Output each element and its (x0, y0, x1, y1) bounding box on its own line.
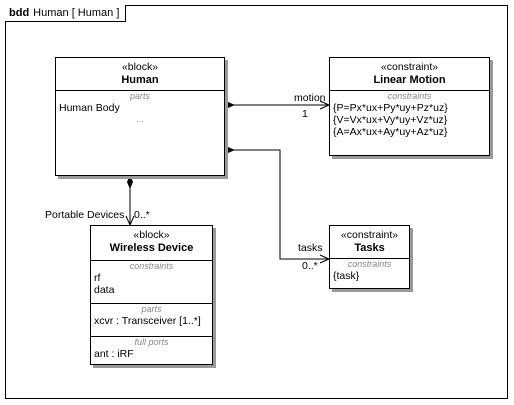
compartment-ellipsis: ... (136, 114, 144, 124)
constraint-item[interactable]: {A=Ax*ux+Ay*uy+Az*uz} (333, 126, 448, 138)
constraint-item[interactable]: rf (94, 272, 101, 284)
stereotype-label: «constraint» (340, 229, 399, 241)
compartment-label: full ports (134, 337, 169, 347)
tasks-association-line[interactable] (225, 149, 329, 260)
motion-role-label: motion (294, 92, 326, 104)
constraints-compartment: constraints {P=Px*ux+Py*uy+Pz*uz} {V=Vx*… (330, 90, 489, 138)
diagram-title: Human [ Human ] (33, 7, 120, 19)
diagram-frame (5, 5, 508, 399)
constraint-item[interactable]: {task} (333, 270, 360, 282)
block-name: Human (121, 74, 159, 86)
constraint-item[interactable]: {P=Px*ux+Py*uy+Pz*uz} (333, 102, 448, 114)
linear-motion-block-header: «constraint» Linear Motion (330, 58, 489, 90)
stereotype-label: «constraint» (380, 61, 439, 73)
human-block[interactable]: «block» Human parts Human Body ... (55, 57, 225, 176)
constraint-item[interactable]: {V=Vx*ux+Vy*uy+Vz*uz} (333, 114, 448, 126)
portable-composition-diamond (127, 175, 133, 189)
tasks-block-header: «constraint» Tasks (330, 226, 409, 258)
compartment-label: constraints (387, 91, 432, 101)
linear-motion-block[interactable]: «constraint» Linear Motion constraints {… (329, 57, 490, 156)
diagram-kind: bdd (9, 7, 30, 19)
portable-devices-multiplicity-label: 0..* (134, 209, 150, 221)
compartment-label: parts (129, 91, 150, 101)
stereotype-label: «block» (133, 229, 170, 241)
tasks-role-label: tasks (298, 242, 323, 254)
human-block-header: «block» Human (56, 58, 224, 90)
motion-multiplicity-label: 1 (302, 108, 308, 120)
stereotype-label: «block» (121, 61, 159, 73)
full-ports-compartment: full ports ant : iRF (91, 336, 212, 360)
compartment-label: constraints (347, 259, 392, 269)
constraints-compartment: constraints {task} (330, 258, 409, 282)
tasks-multiplicity-label: 0..* (302, 260, 318, 272)
wireless-device-block[interactable]: «block» Wireless Device constraints rf d… (90, 225, 213, 365)
constraint-item[interactable]: data (94, 284, 115, 296)
compartment-label: constraints (129, 261, 174, 271)
port-item[interactable]: ant : iRF (94, 348, 134, 360)
parts-compartment: parts Human Body ... (56, 90, 224, 124)
part-item[interactable]: xcvr : Transceiver [1..*] (94, 315, 201, 327)
compartment-label: parts (141, 304, 162, 314)
wireless-device-block-header: «block» Wireless Device (91, 226, 212, 260)
portable-devices-role-label: Portable Devices (45, 209, 125, 221)
parts-compartment: parts xcvr : Transceiver [1..*] (91, 303, 212, 336)
compartment-item[interactable]: Human Body (59, 102, 120, 114)
tasks-block[interactable]: «constraint» Tasks constraints {task} (329, 225, 410, 289)
block-name: Tasks (354, 242, 385, 254)
constraints-compartment: constraints rf data (91, 260, 212, 303)
block-name: Wireless Device (109, 242, 194, 254)
block-name: Linear Motion (373, 74, 446, 86)
